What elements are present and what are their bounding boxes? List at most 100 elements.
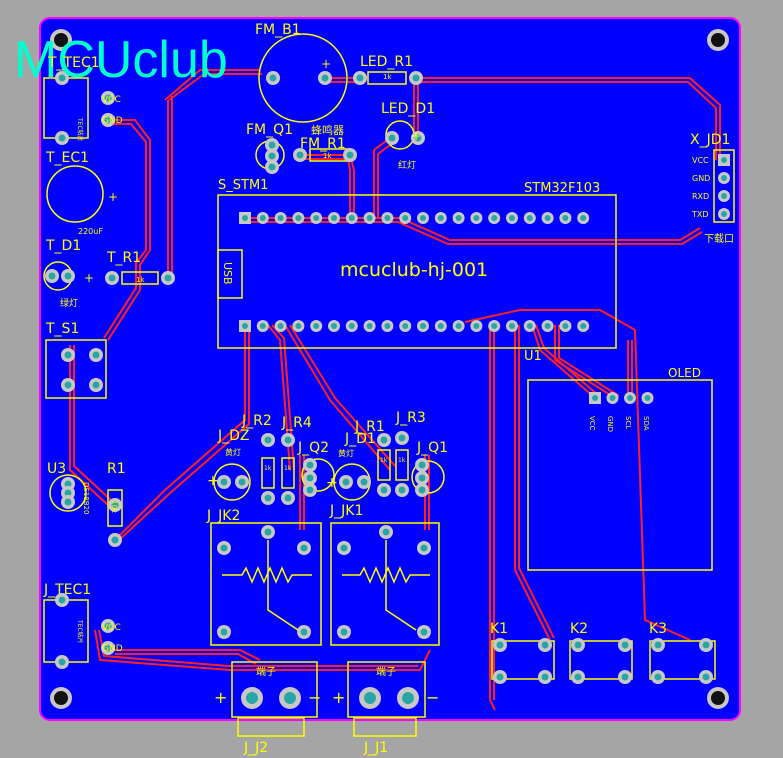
- pad-hole: [340, 544, 348, 552]
- pad-hole: [388, 134, 396, 142]
- pad-hole: [342, 478, 350, 486]
- label-j-r4: J_R4: [281, 415, 312, 431]
- pad-hole: [509, 215, 515, 221]
- pad-hole: [609, 395, 616, 401]
- pad-hole: [64, 489, 72, 497]
- label-u3: U3: [47, 461, 66, 477]
- pad-hole: [491, 323, 498, 329]
- label-t-d1: T_D1: [45, 238, 81, 254]
- pad-hole: [412, 74, 420, 82]
- label-t-tec1-top: T_TEC1: [47, 55, 100, 71]
- mounting-holes: [50, 29, 729, 709]
- pad-hole: [702, 641, 710, 649]
- label-terminal-j2: 端子: [256, 665, 276, 678]
- pad-hole: [92, 351, 100, 359]
- pad-hole: [264, 436, 272, 444]
- oled-pin-labels: VCC GND SCL SDA: [588, 416, 650, 432]
- label-j-tec1: J_TEC1: [43, 582, 91, 598]
- pad-hole: [562, 323, 569, 329]
- pcb-pads: [45, 71, 730, 684]
- body-t-tec1: TEC帖片: [76, 117, 84, 142]
- value-j-r2: 1k: [264, 465, 272, 472]
- pad-hole: [491, 215, 498, 221]
- led-d1-plus: +: [411, 129, 421, 143]
- pin-t-tec1-gnd: GND: [102, 116, 123, 126]
- label-j-q2: J_Q2: [297, 440, 329, 456]
- watermark-text: MCUclub: [14, 31, 228, 89]
- label-u1: U1: [524, 349, 542, 364]
- pad-hole: [104, 644, 112, 652]
- pad-hole: [268, 141, 276, 149]
- pad-hole: [437, 323, 444, 329]
- label-r1: R1: [107, 461, 126, 477]
- pad-hole: [331, 215, 337, 221]
- pad-hole: [268, 152, 276, 160]
- j-j1-minus: −: [426, 688, 439, 707]
- pad-hole: [58, 134, 66, 142]
- t-ec1-plus: +: [108, 190, 118, 204]
- label-led-r1: LED_R1: [360, 54, 413, 70]
- label-fm-r1: FM_R1: [300, 136, 346, 152]
- pad-hole: [306, 461, 314, 469]
- pad-hole: [721, 175, 727, 181]
- pad-hole: [509, 323, 515, 329]
- pad-hole: [92, 381, 100, 389]
- pad-hole: [220, 628, 228, 636]
- pad-hole: [300, 544, 308, 552]
- pad-hole: [402, 323, 409, 329]
- pad-hole: [496, 641, 504, 649]
- pad-hole: [382, 528, 390, 536]
- label-fm-q1: FM_Q1: [246, 122, 293, 138]
- pad-hole: [721, 157, 727, 163]
- pad-hole: [238, 478, 246, 486]
- j-j1-plus: +: [332, 688, 345, 707]
- pad-hole: [64, 272, 72, 280]
- pad-hole: [420, 323, 426, 329]
- pad-hole: [366, 323, 373, 329]
- label-j-r3: J_R3: [395, 410, 426, 426]
- pad-hole: [384, 215, 391, 221]
- value-j-r1: 1k: [380, 457, 388, 464]
- pad-hole: [259, 323, 266, 329]
- pad-hole: [104, 94, 112, 102]
- pad-hole: [402, 215, 409, 221]
- pad-hole: [418, 474, 426, 482]
- value-t-r1: 1k: [136, 276, 145, 284]
- x-jd1-pin-gnd: GND: [692, 174, 710, 183]
- pad-hole: [627, 395, 633, 401]
- pad-hole: [621, 673, 629, 681]
- pad-hole: [356, 74, 364, 82]
- value-r1: 10k: [110, 500, 118, 514]
- value-j-r3: 1k: [398, 457, 406, 464]
- pad-hole: [380, 486, 388, 494]
- board-outline: [39, 17, 741, 721]
- label-j-dz: J_DZ: [217, 428, 250, 444]
- oled-pin-scl: SCL: [624, 416, 632, 429]
- value-j-r4: 1k: [284, 465, 292, 472]
- label-board-name: mcuclub-hj-001: [340, 259, 488, 281]
- pad-hole: [541, 673, 549, 681]
- pad-hole: [360, 478, 368, 486]
- value-fm-r1: 1k: [323, 152, 332, 160]
- label-led-d1: LED_D1: [381, 101, 435, 117]
- pad-hole: [58, 596, 66, 604]
- j-d1-plus: +: [326, 475, 338, 491]
- pad-hole: [264, 494, 272, 502]
- label-oled: OLED: [668, 366, 701, 380]
- oled-pin-sda: SDA: [642, 416, 650, 431]
- fm-b1-plus: +: [321, 57, 331, 71]
- pad-hole: [111, 536, 119, 544]
- pad-hole: [580, 215, 587, 221]
- label-j-j1: J_J1: [363, 740, 388, 756]
- relay-coils: [222, 540, 430, 631]
- value-led-r1: 1k: [383, 73, 392, 81]
- pad-hole: [496, 673, 504, 681]
- pad-hole: [295, 215, 302, 221]
- value-j-d1: 黄灯: [338, 448, 354, 458]
- label-j-jk2: J_JK2: [206, 508, 240, 524]
- pad-hole: [331, 323, 337, 329]
- value-x-jd1: 下载口: [704, 233, 734, 245]
- label-j-jk1: J_JK1: [329, 503, 363, 519]
- oled-pin-vcc: VCC: [588, 416, 596, 431]
